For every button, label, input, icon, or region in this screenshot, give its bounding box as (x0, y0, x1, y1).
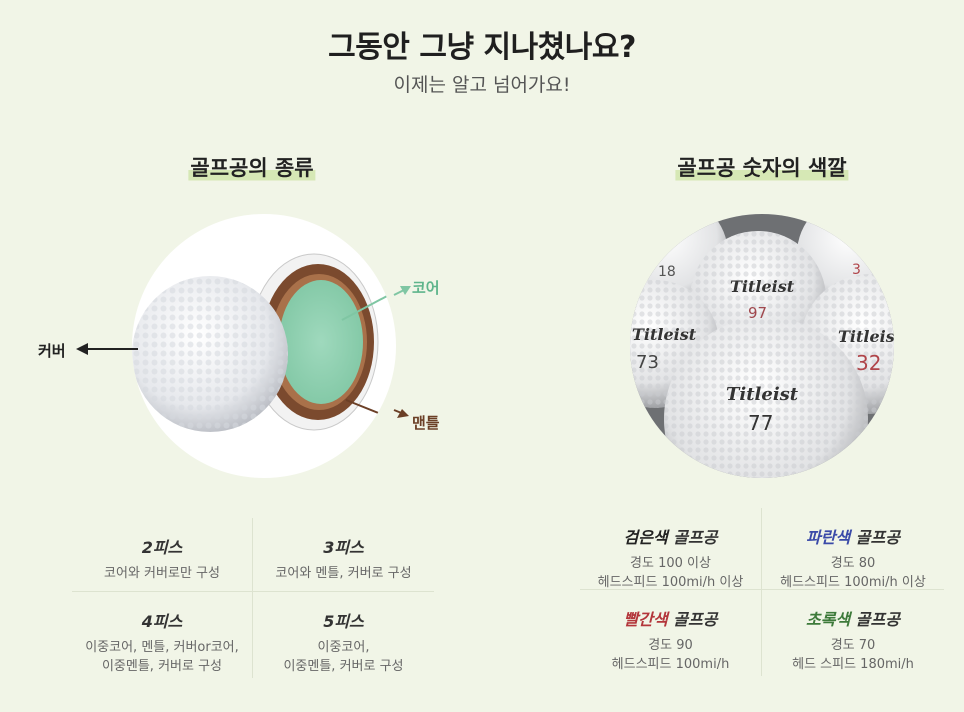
type-name: 3피스 (323, 538, 364, 557)
color-word: 빨간색 (623, 610, 668, 629)
color-desc: 헤드 스피드 180mi/h (792, 657, 914, 672)
color-word: 검은색 (623, 528, 668, 547)
ball-number: 32 (856, 351, 881, 375)
ball-brand: Titleist (730, 277, 795, 296)
color-rest: 골프공 (667, 528, 718, 547)
type-desc: 이중코어, 멘틀, 커버or코어, (85, 640, 239, 655)
color-name: 파란색 골프공 (762, 524, 944, 548)
cover-arrow-head (76, 343, 88, 355)
core-arrow-head (400, 286, 411, 295)
ball-number: 18 (658, 264, 676, 280)
cover-label: 커버 (38, 342, 66, 360)
color-desc: 경도 90 (648, 638, 693, 653)
ball-number: 3 (852, 262, 861, 278)
type-item: 3피스 코어와 멘틀, 커버로 구성 (253, 518, 434, 592)
type-name: 4피스 (141, 612, 183, 631)
color-name: 초록색 골프공 (762, 606, 944, 630)
types-grid: 2피스 코어와 커버로만 구성 3피스 코어와 멘틀, 커버로 구성 4피스 이… (72, 518, 434, 678)
colors-heading: 골프공 숫자의 색깔 (675, 152, 849, 182)
color-item: 검은색 골프공 경도 100 이상 헤드스피드 100mi/h 이상 (580, 508, 762, 590)
color-word: 파란색 (806, 528, 851, 547)
color-desc: 헤드스피드 100mi/h (611, 657, 730, 672)
color-desc: 헤드스피드 100mi/h 이상 (780, 575, 926, 590)
colors-grid: 검은색 골프공 경도 100 이상 헤드스피드 100mi/h 이상 파란색 골… (580, 508, 944, 676)
ball-brand: Titleist (632, 325, 697, 344)
color-name: 빨간색 골프공 (580, 606, 761, 630)
type-desc: 이중멘틀, 커버로 구성 (101, 659, 223, 674)
type-name: 2피스 (141, 538, 183, 557)
color-rest: 골프공 (850, 528, 900, 547)
ball-structure-figure (132, 214, 396, 478)
color-item: 초록색 골프공 경도 70 헤드 스피드 180mi/h (762, 590, 944, 676)
type-item: 4피스 이중코어, 멘틀, 커버or코어, 이중멘틀, 커버로 구성 (72, 592, 253, 678)
ball-cross-section-illustration (132, 253, 396, 432)
ball-number: 77 (748, 411, 773, 435)
type-item: 5피스 이중코어, 이중멘틀, 커버로 구성 (253, 592, 434, 678)
color-item: 빨간색 골프공 경도 90 헤드스피드 100mi/h (580, 590, 762, 676)
color-desc: 경도 70 (830, 638, 876, 653)
type-desc: 코어와 커버로만 구성 (104, 566, 220, 581)
type-name: 5피스 (323, 612, 364, 631)
mantle-arrow-head (397, 409, 409, 418)
ball-number: 73 (636, 352, 659, 373)
type-item: 2피스 코어와 커버로만 구성 (72, 518, 253, 592)
ball-number: 97 (748, 304, 767, 322)
numbered-balls-photo: 18 Titleist 97 3 Titleist 73 Titleist 32… (630, 214, 894, 478)
color-item: 파란색 골프공 경도 80 헤드스피드 100mi/h 이상 (762, 508, 944, 590)
type-desc: 코어와 멘틀, 커버로 구성 (275, 566, 412, 581)
mantle-label: 맨틀 (412, 414, 440, 432)
color-desc: 경도 80 (830, 556, 876, 571)
color-desc: 헤드스피드 100mi/h 이상 (597, 575, 744, 590)
color-rest: 골프공 (850, 610, 900, 629)
types-heading: 골프공의 종류 (188, 152, 316, 182)
ball-brand: Titleist (838, 327, 894, 346)
type-desc: 이중코어, (317, 640, 370, 655)
color-rest: 골프공 (667, 610, 718, 629)
page-subtitle: 이제는 알고 넘어가요! (393, 74, 571, 96)
golf-balls-illustration: 18 Titleist 97 3 Titleist 73 Titleist 32… (630, 214, 894, 478)
color-word: 초록색 (806, 610, 851, 629)
ball-brand: Titleist (726, 384, 799, 405)
color-desc: 경도 100 이상 (630, 556, 711, 571)
core-label: 코어 (412, 279, 440, 297)
color-name: 검은색 골프공 (580, 524, 761, 548)
page-title: 그동안 그냥 지나쳤나요? (328, 30, 636, 65)
type-desc: 이중멘틀, 커버로 구성 (283, 659, 404, 674)
